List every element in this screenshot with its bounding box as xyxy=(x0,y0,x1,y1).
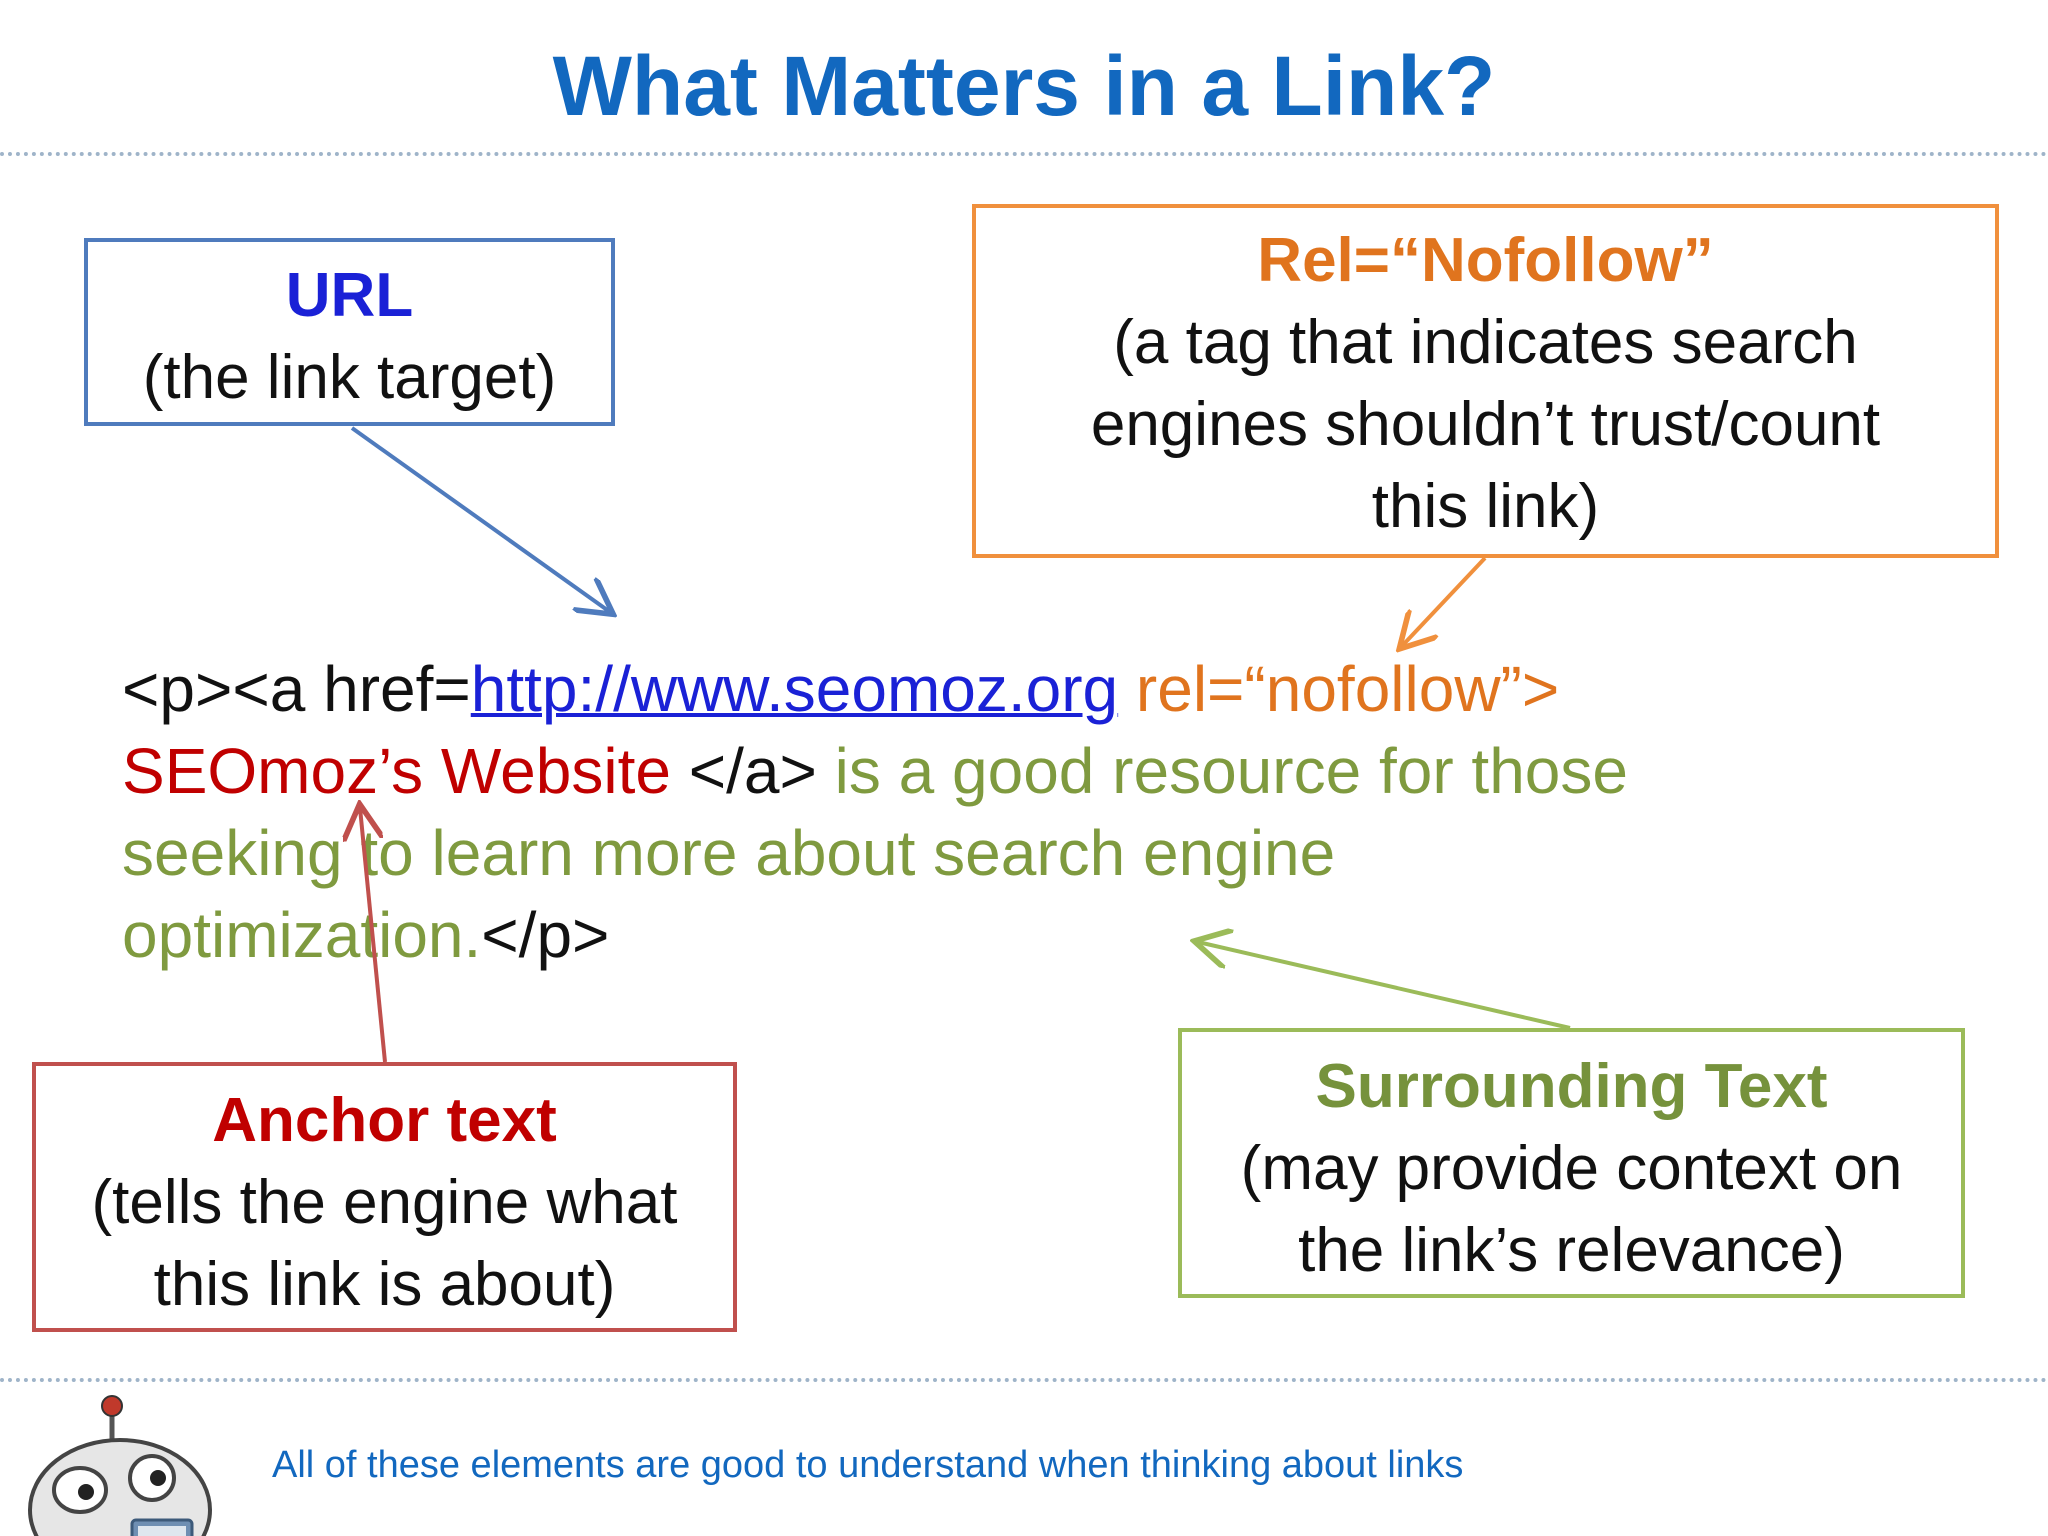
nofollow-callout-line: engines shouldn’t trust/count xyxy=(1090,390,1881,459)
anchor-text-callout-heading: Anchor text xyxy=(212,1086,557,1155)
code-surrounding-text: is a good resource for those xyxy=(834,735,1628,807)
code-close-p-tag: </p> xyxy=(481,899,610,971)
slide-title: What Matters in a Link? xyxy=(552,39,1496,133)
nofollow-arrow xyxy=(1402,556,1487,646)
footer-note: All of these elements are good to unders… xyxy=(272,1444,1464,1486)
surrounding-text-callout-heading: Surrounding Text xyxy=(1315,1052,1828,1121)
anchor-text-callout-box: Anchor text (tells the engine what this … xyxy=(32,1062,737,1332)
code-line-2: SEOmoz’s Website </a> is a good resource… xyxy=(122,730,1922,812)
surrounding-text-callout-box: Surrounding Text (may provide context on… xyxy=(1178,1028,1965,1298)
url-arrow xyxy=(350,426,610,612)
code-line-3: seeking to learn more about search engin… xyxy=(122,812,1922,894)
code-line-4: optimization.</p> xyxy=(122,894,1922,976)
anchor-text-callout-line: this link is about) xyxy=(153,1250,616,1319)
surrounding-text-callout-line: (may provide context on xyxy=(1240,1134,1903,1203)
nofollow-callout-line: (a tag that indicates search xyxy=(1113,308,1858,377)
code-rel-attribute: rel=“nofollow”> xyxy=(1118,653,1560,725)
robot-mascot-icon xyxy=(28,1395,212,1536)
code-open-tags: <p><a href= xyxy=(122,653,471,725)
code-anchor-text: SEOmoz’s Website xyxy=(122,735,671,807)
nofollow-callout-heading: Rel=“Nofollow” xyxy=(1257,226,1714,295)
url-callout-description: (the link target) xyxy=(142,343,557,412)
anchor-text-callout-line: (tells the engine what xyxy=(91,1168,678,1237)
code-url-link[interactable]: http://www.seomoz.org xyxy=(470,653,1119,725)
nofollow-callout-line: this link) xyxy=(1371,472,1600,541)
code-surrounding-text: optimization. xyxy=(122,899,482,971)
top-dotted-divider xyxy=(0,152,2048,156)
nofollow-callout-box: Rel=“Nofollow” (a tag that indicates sea… xyxy=(972,204,1999,558)
surrounding-text-callout-line: the link’s relevance) xyxy=(1298,1216,1845,1285)
url-callout-heading: URL xyxy=(285,261,414,330)
code-close-a-tag: </a> xyxy=(670,735,835,807)
html-code-sample: <p><a href=http://www.seomoz.org rel=“no… xyxy=(122,648,1922,976)
url-callout-box: URL (the link target) xyxy=(84,238,615,426)
bottom-dotted-divider xyxy=(0,1378,2048,1382)
code-line-1: <p><a href=http://www.seomoz.org rel=“no… xyxy=(122,648,1922,730)
code-surrounding-text: seeking to learn more about search engin… xyxy=(122,817,1336,889)
